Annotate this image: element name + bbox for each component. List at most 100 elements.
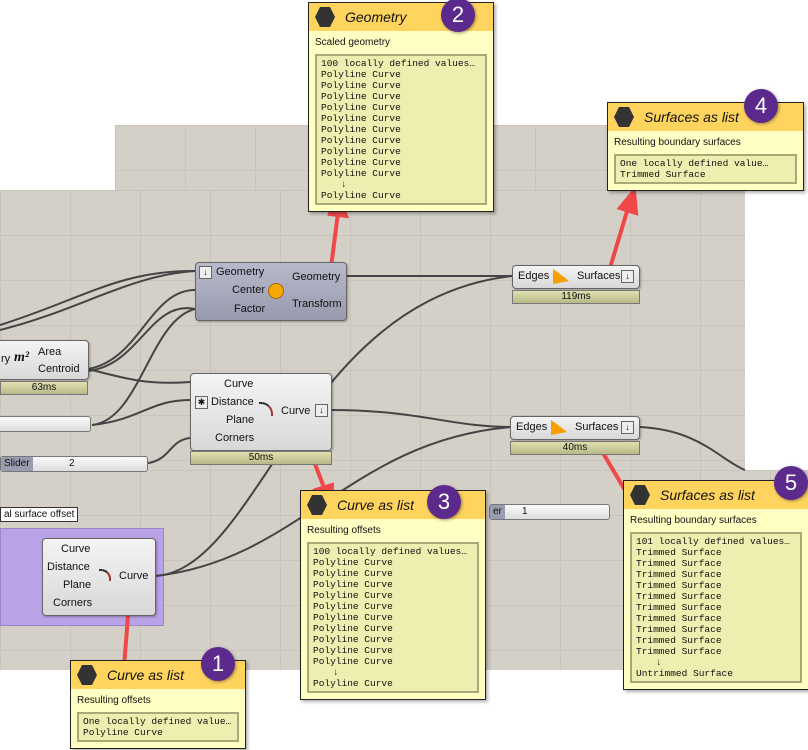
tooltip-description: Resulting offsets	[77, 695, 151, 706]
flatten-icon[interactable]: ↓	[621, 270, 634, 283]
graft-icon[interactable]: ✱	[195, 396, 208, 409]
value-item: Polyline Curve	[313, 612, 393, 623]
output-transform[interactable]: Transform	[292, 298, 342, 310]
value-item: Trimmed Surface	[636, 602, 722, 613]
value-item: Polyline Curve	[313, 579, 393, 590]
value-list: 100 locally defined values…Polyline Curv…	[307, 542, 479, 693]
input-plane[interactable]: Plane	[226, 414, 255, 426]
output-curve[interactable]: Curve	[281, 405, 311, 417]
parameter-icon	[315, 7, 335, 27]
step-badge: 2	[441, 0, 475, 32]
step-badge: 5	[774, 466, 808, 500]
value-item: Polyline Curve	[321, 91, 401, 102]
value-list: 100 locally defined values…Polyline Curv…	[315, 54, 487, 205]
input-corners[interactable]: Corners	[53, 597, 93, 609]
value-item: Trimmed Surface	[620, 169, 706, 180]
value-item: Polyline Curve	[313, 656, 393, 667]
parameter-icon	[77, 665, 97, 685]
tooltip-description: Resulting boundary surfaces	[630, 515, 757, 526]
output-surfaces[interactable]: Surfaces	[577, 270, 621, 282]
output-area[interactable]: Area	[38, 346, 62, 358]
flatten-icon[interactable]: ↓	[315, 404, 328, 417]
input-corners[interactable]: Corners	[215, 432, 255, 444]
input-distance[interactable]: Distance	[47, 561, 90, 573]
value-item: Polyline Curve	[321, 135, 401, 146]
output-surfaces[interactable]: Surfaces	[575, 421, 619, 433]
input-plane[interactable]: Plane	[63, 579, 92, 591]
value-item: Polyline Curve	[83, 727, 163, 738]
input-distance[interactable]: Distance	[211, 396, 254, 408]
input-edges[interactable]: Edges	[516, 421, 548, 433]
boundary-surface-icon	[551, 420, 567, 435]
scale-icon	[268, 283, 284, 299]
boundary-surface-icon	[553, 269, 569, 284]
area-icon: m²	[14, 350, 30, 365]
scale-component[interactable]: ↓ Geometry Center Factor Geometry Transf…	[195, 262, 347, 321]
value-item: 100 locally defined values…	[313, 546, 467, 557]
input-curve[interactable]: Curve	[61, 543, 91, 555]
value-item: Polyline Curve	[313, 634, 393, 645]
value-item: Untrimmed Surface	[636, 668, 733, 679]
step-badge: 1	[201, 647, 235, 681]
area-input-label: ry	[1, 353, 11, 365]
input-center[interactable]: Center	[232, 284, 266, 296]
value-item: One locally defined value…	[620, 158, 769, 169]
tooltip-title: Geometry	[345, 9, 407, 25]
value-item: Polyline Curve	[313, 645, 393, 656]
step-badge: 4	[744, 89, 778, 123]
slider-b[interactable]: er 1	[489, 504, 610, 520]
value-item: Trimmed Surface	[636, 635, 722, 646]
boundary-surfaces-component-top[interactable]: Edges Surfaces ↓	[512, 265, 640, 289]
value-item: One locally defined value…	[83, 716, 232, 727]
value-item: Polyline Curve	[313, 590, 393, 601]
value-item: Polyline Curve	[321, 168, 401, 179]
value-item: Polyline Curve	[321, 80, 401, 91]
value-list: 101 locally defined values…Trimmed Surfa…	[630, 532, 802, 683]
offset-curve-component-2[interactable]: Curve Distance Plane Corners Curve	[42, 538, 156, 616]
value-item: Polyline Curve	[321, 157, 401, 168]
offset-curve-component[interactable]: Curve ✱ Distance Plane Corners Curve ↓	[190, 373, 332, 451]
slider-b-value[interactable]: 1	[522, 506, 528, 517]
value-item: Trimmed Surface	[636, 580, 722, 591]
value-list: One locally defined value…Polyline Curve	[77, 712, 239, 742]
value-item: Trimmed Surface	[636, 591, 722, 602]
output-geometry[interactable]: Geometry	[292, 271, 341, 283]
boundary-top-time: 119ms	[512, 290, 640, 304]
parameter-icon	[614, 107, 634, 127]
boundary-mid-time: 40ms	[510, 441, 640, 455]
output-curve[interactable]: Curve	[119, 570, 149, 582]
flatten-icon[interactable]: ↓	[199, 266, 212, 279]
value-item: Trimmed Surface	[636, 558, 722, 569]
value-item: Polyline Curve	[321, 102, 401, 113]
group-label: al surface offset	[0, 507, 79, 522]
input-geometry[interactable]: Geometry	[216, 266, 265, 278]
tooltip-title: Curve as list	[107, 667, 185, 683]
boundary-surfaces-component-mid[interactable]: Edges Surfaces ↓	[510, 416, 640, 440]
slider-b-label: er	[490, 505, 505, 519]
tooltip-description: Resulting boundary surfaces	[614, 137, 741, 148]
tooltip-header: Surfaces as list	[608, 103, 803, 131]
flatten-icon[interactable]: ↓	[621, 421, 634, 434]
slider-a-value[interactable]: 2	[69, 458, 75, 469]
value-item: Polyline Curve	[321, 124, 401, 135]
value-item: Polyline Curve	[313, 557, 393, 568]
value-item: Polyline Curve	[321, 69, 401, 80]
input-edges[interactable]: Edges	[518, 270, 550, 282]
value-item: Trimmed Surface	[636, 569, 722, 580]
value-item: Polyline Curve	[313, 678, 393, 689]
value-item: ↓	[656, 657, 662, 668]
area-time: 63ms	[0, 381, 88, 395]
value-list: One locally defined value…Trimmed Surfac…	[614, 154, 797, 184]
tooltip-title: Surfaces as list	[644, 109, 739, 125]
value-item: Polyline Curve	[313, 601, 393, 612]
input-curve[interactable]: Curve	[224, 378, 254, 390]
slider-a[interactable]: Slider 2	[0, 456, 148, 472]
output-centroid[interactable]: Centroid	[38, 363, 80, 375]
input-factor[interactable]: Factor	[234, 303, 266, 315]
number-slider[interactable]	[0, 416, 91, 432]
area-component[interactable]: ry m² Area Centroid	[0, 340, 89, 380]
